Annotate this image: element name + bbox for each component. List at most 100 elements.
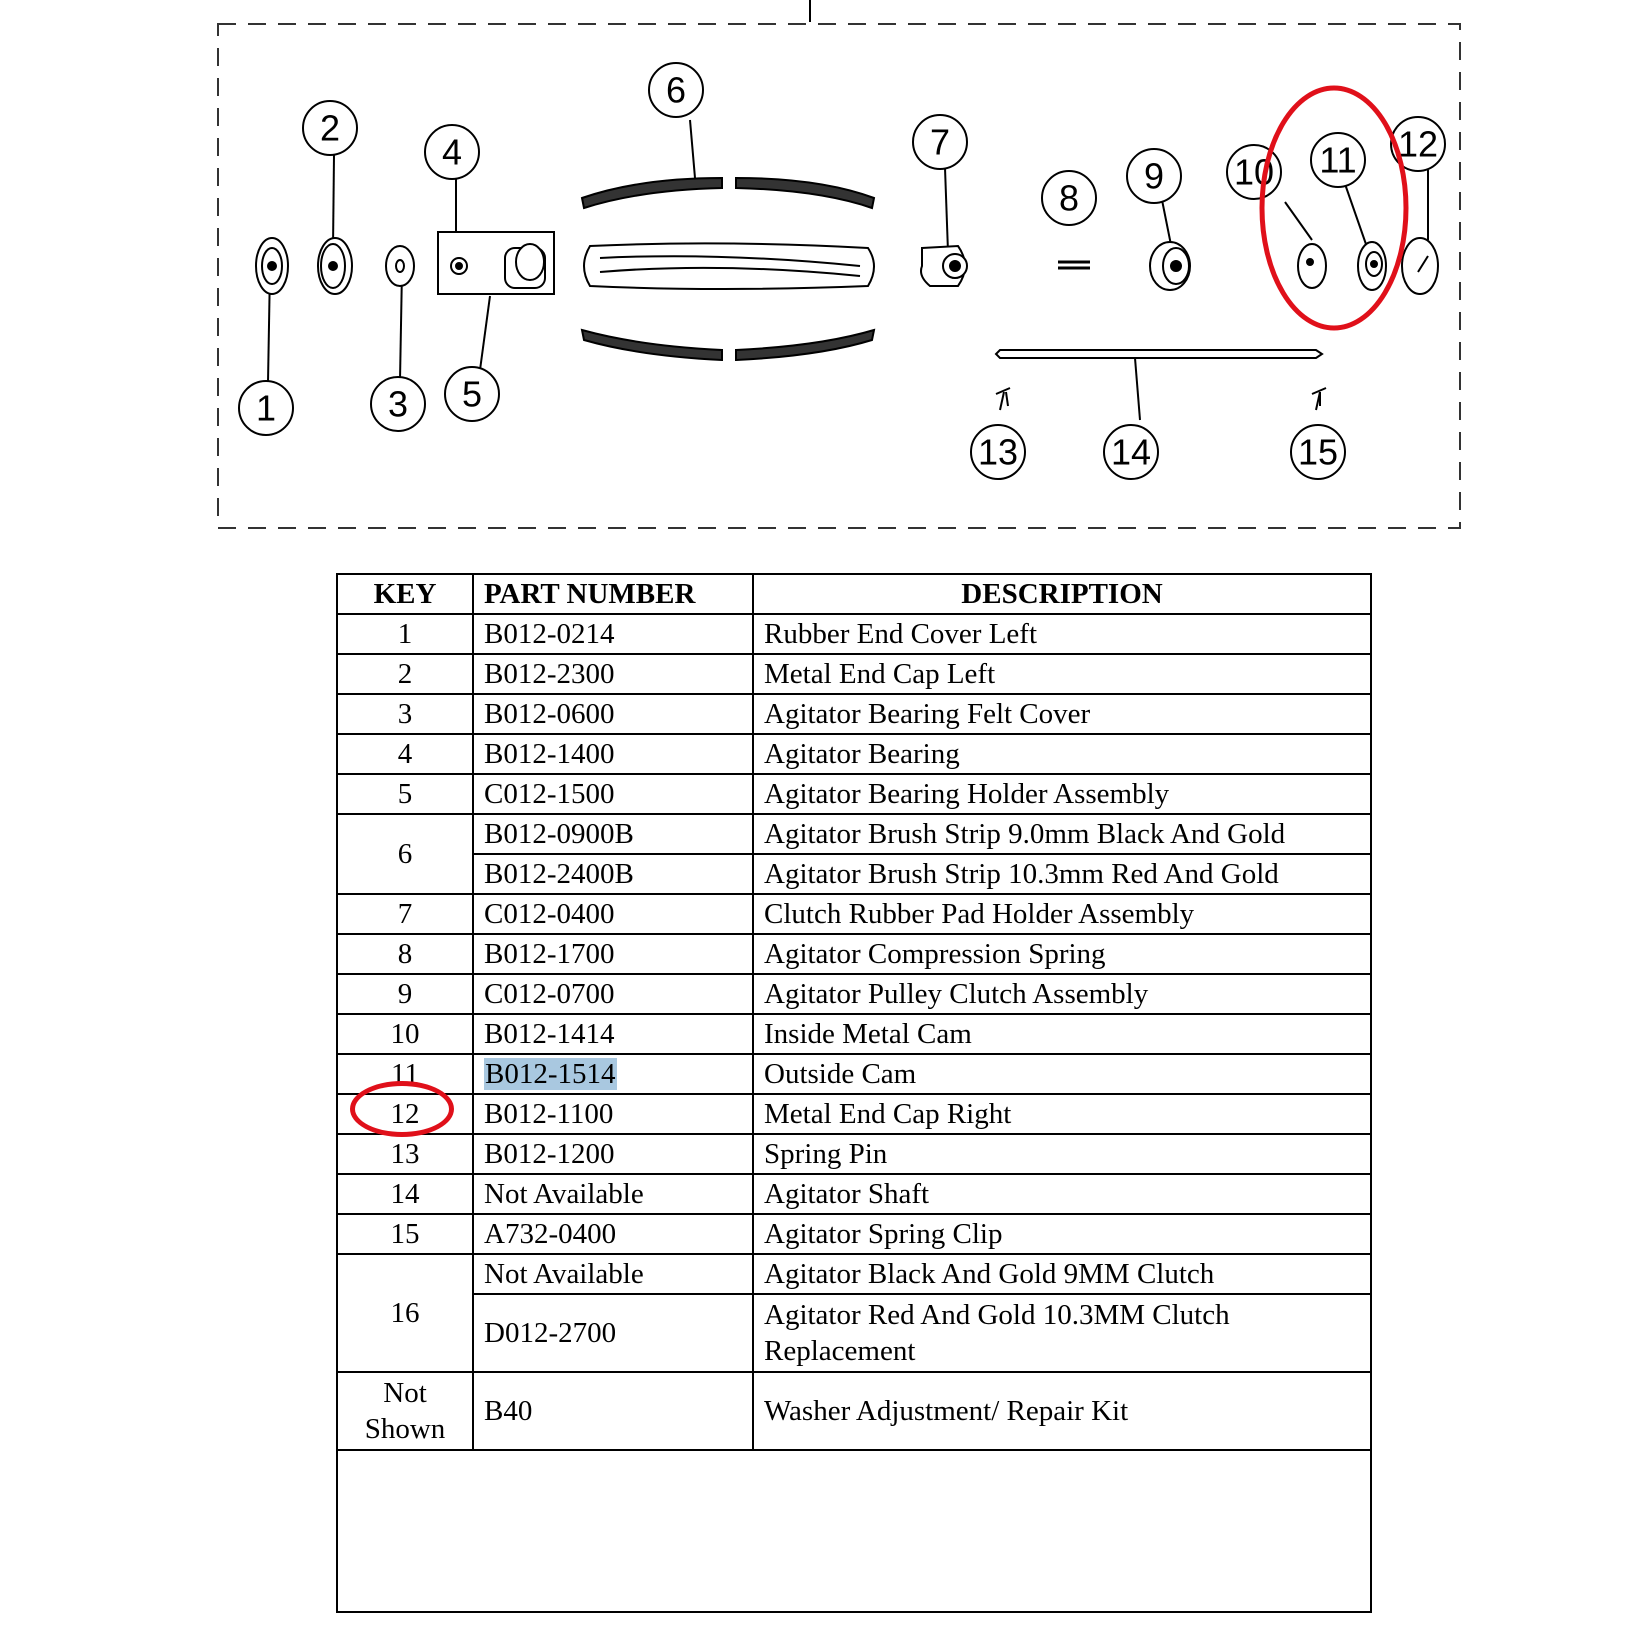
part-6-agitator-brush-strips	[580, 176, 876, 362]
table-row-highlighted: 11 B012-1514 Outside Cam	[336, 1053, 1372, 1095]
row-key: 8	[336, 933, 474, 975]
row-key: 13	[336, 1133, 474, 1175]
part-3-felt-cover	[385, 245, 415, 287]
diagram-frame	[217, 23, 1461, 529]
row-key: 3	[336, 693, 474, 735]
row-key: 4	[336, 733, 474, 775]
row-description: Washer Adjustment/ Repair Kit	[752, 1371, 1372, 1451]
table-header-row: KEY PART NUMBER DESCRIPTION	[336, 573, 1372, 615]
callout-15: 15	[1298, 432, 1338, 473]
row-description: Agitator Pulley Clutch Assembly	[752, 973, 1372, 1015]
row-description: Agitator Brush Strip 10.3mm Red And Gold	[752, 853, 1372, 895]
row-part-number: Not Available	[472, 1253, 754, 1295]
row-description: Agitator Black And Gold 9MM Clutch	[752, 1253, 1372, 1295]
part-1-rubber-end-cover	[255, 237, 289, 295]
part-8-compression-spring	[1058, 260, 1090, 270]
callout-7: 7	[930, 122, 950, 163]
row-part-number: B012-1200	[472, 1133, 754, 1175]
part-12-metal-end-cap-right	[1401, 237, 1439, 295]
callout-11: 11	[1319, 140, 1356, 181]
row-description: Metal End Cap Right	[752, 1093, 1372, 1135]
row-key: 9	[336, 973, 474, 1015]
row-key: 5	[336, 773, 474, 815]
part-13-spring-pin	[995, 387, 1011, 411]
row-key: 14	[336, 1173, 474, 1215]
part-2-metal-end-cap	[317, 237, 353, 295]
row-part-number: C012-0400	[472, 893, 754, 935]
part-5-bearing-holder	[437, 231, 555, 295]
highlight-ring-part-11	[1259, 85, 1409, 331]
row-description: Agitator Spring Clip	[752, 1213, 1372, 1255]
row-key: Not Shown	[336, 1371, 474, 1451]
row-key: 11	[336, 1053, 474, 1095]
row-part-number: B012-0600	[472, 693, 754, 735]
row-description: Outside Cam	[752, 1053, 1372, 1095]
row-part-number: B012-2300	[472, 653, 754, 695]
row-part-number[interactable]: B012-1514	[472, 1053, 754, 1095]
row-part-number: D012-2700	[472, 1293, 754, 1373]
row-part-number: C012-1500	[472, 773, 754, 815]
callout-6: 6	[666, 70, 686, 111]
callouts	[238, 62, 1446, 480]
row-part-number: A732-0400	[472, 1213, 754, 1255]
part-10-inside-cam	[1297, 243, 1327, 289]
callout-13: 13	[978, 432, 1018, 473]
row-description: Inside Metal Cam	[752, 1013, 1372, 1055]
row-part-number: B012-1700	[472, 933, 754, 975]
header-description: DESCRIPTION	[752, 573, 1372, 615]
callout-5: 5	[462, 374, 482, 415]
row-key: 15	[336, 1213, 474, 1255]
exploded-parts-diagram: 1 2 3 4 5 6 7 8 9 10 11 12 13 14 15	[217, 0, 1461, 529]
row-part-number: C012-0700	[472, 973, 754, 1015]
row-key: 2	[336, 653, 474, 695]
part-15-spring-clip	[1311, 387, 1327, 411]
row-description: Metal End Cap Left	[752, 653, 1372, 695]
row-part-number: B012-1414	[472, 1013, 754, 1055]
part-9-pulley-clutch	[1149, 241, 1191, 291]
callout-9: 9	[1144, 156, 1164, 197]
row-description: Agitator Red And Gold 10.3MM Clutch Repl…	[752, 1293, 1372, 1373]
row-part-number: Not Available	[472, 1173, 754, 1215]
part-11-outside-cam	[1357, 241, 1387, 291]
row-part-number: B012-0214	[472, 613, 754, 655]
row-key: 10	[336, 1013, 474, 1055]
callout-12: 12	[1398, 124, 1438, 165]
selected-part-number[interactable]: B012-1514	[484, 1058, 617, 1090]
callout-1: 1	[256, 388, 276, 429]
row-key: 12	[336, 1093, 474, 1135]
callout-14: 14	[1111, 432, 1151, 473]
row-part-number: B012-0900B	[472, 813, 754, 855]
row-key: 16	[336, 1253, 474, 1373]
row-part-number: B012-1100	[472, 1093, 754, 1135]
row-key: 1	[336, 613, 474, 655]
row-description: Spring Pin	[752, 1133, 1372, 1175]
row-key: 6	[336, 813, 474, 895]
row-description: Rubber End Cover Left	[752, 613, 1372, 655]
part-7-clutch-pad-holder	[920, 244, 968, 287]
row-description: Agitator Brush Strip 9.0mm Black And Gol…	[752, 813, 1372, 855]
part-14-agitator-shaft	[994, 349, 1324, 359]
callout-4: 4	[442, 132, 462, 173]
header-key: KEY	[336, 573, 474, 615]
row-description: Clutch Rubber Pad Holder Assembly	[752, 893, 1372, 935]
callout-8: 8	[1059, 178, 1079, 219]
row-part-number: B012-1400	[472, 733, 754, 775]
